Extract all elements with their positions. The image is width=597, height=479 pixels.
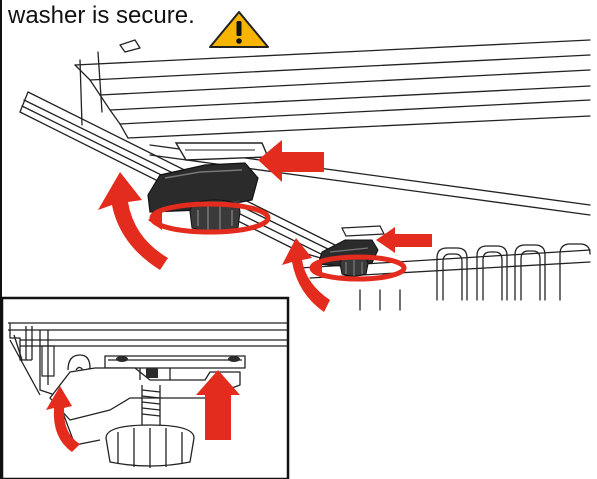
clamp-large bbox=[147, 142, 270, 232]
page-left-border bbox=[0, 0, 2, 479]
inset-detail bbox=[0, 296, 290, 479]
inset-up-arrow bbox=[196, 370, 240, 440]
truck-bed-line-art bbox=[19, 39, 591, 311]
push-arrow-small bbox=[376, 227, 432, 253]
curved-up-arrow-small bbox=[282, 238, 330, 312]
curved-up-arrow-large bbox=[98, 172, 168, 270]
clamp-small bbox=[317, 225, 385, 277]
inset-curved-arrow bbox=[46, 386, 80, 452]
push-arrow-large bbox=[258, 140, 324, 182]
instruction-text: washer is secure. bbox=[8, 2, 195, 29]
red-arrows-top bbox=[98, 140, 432, 312]
rotation-arrowheads bbox=[148, 210, 322, 278]
warning-triangle-icon bbox=[209, 11, 269, 48]
